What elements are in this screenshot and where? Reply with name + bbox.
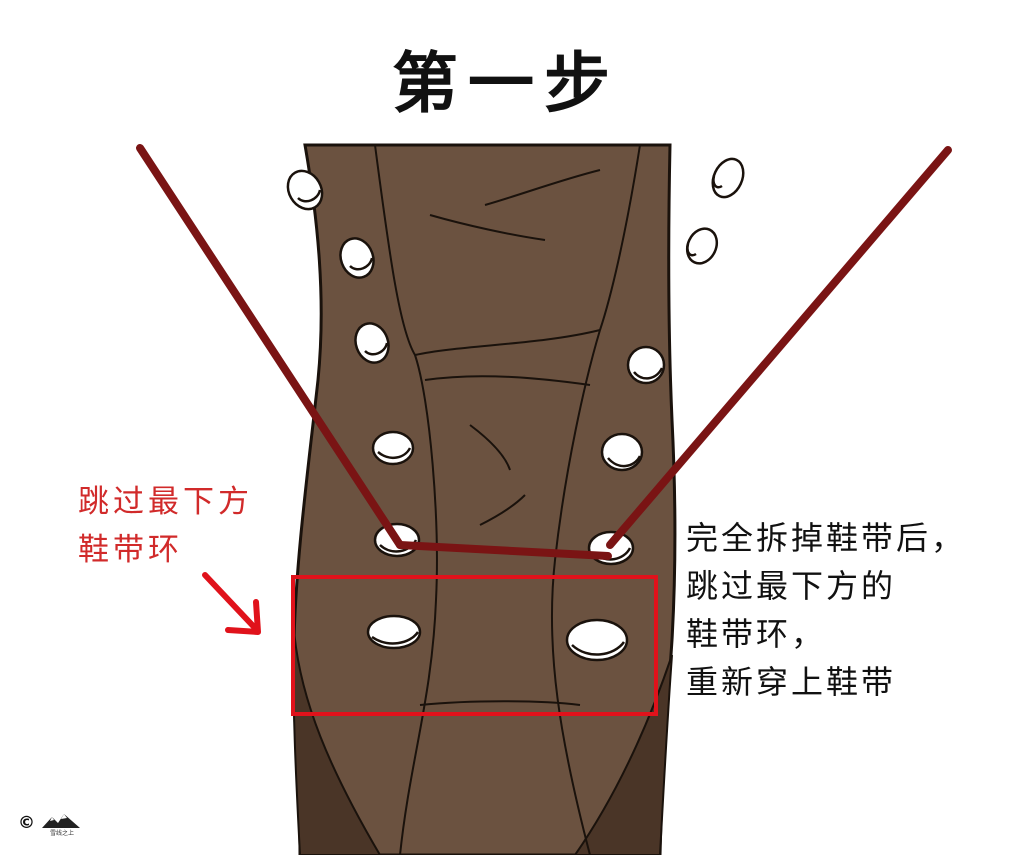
instruction-line-2: 跳过最下方的 <box>686 562 966 610</box>
logo-text: 雪线之上 <box>44 828 80 837</box>
instruction-line-1: 完全拆掉鞋带后， <box>686 514 966 562</box>
eyelet-right-4 <box>602 434 642 470</box>
page-title: 第一步 <box>0 30 1012 126</box>
hook-right-1 <box>707 154 749 202</box>
instruction-line-4: 重新穿上鞋带 <box>686 658 966 706</box>
eyelet-left-4 <box>373 432 413 464</box>
copyright-symbol: © <box>18 813 35 833</box>
instruction-line-3: 鞋带环， <box>686 610 966 658</box>
skip-bottom-eyelet-callout: 跳过最下方 鞋带环 <box>78 478 253 574</box>
instruction-text: 完全拆掉鞋带后， 跳过最下方的 鞋带环， 重新穿上鞋带 <box>686 514 966 706</box>
eyelet-left-6 <box>368 616 420 648</box>
callout-line-2: 鞋带环 <box>78 526 253 574</box>
callout-line-1: 跳过最下方 <box>78 478 253 526</box>
hook-right-2 <box>682 224 723 268</box>
eyelet-right-3 <box>628 347 664 383</box>
callout-arrow <box>205 575 258 632</box>
eyelet-right-6 <box>567 620 627 660</box>
